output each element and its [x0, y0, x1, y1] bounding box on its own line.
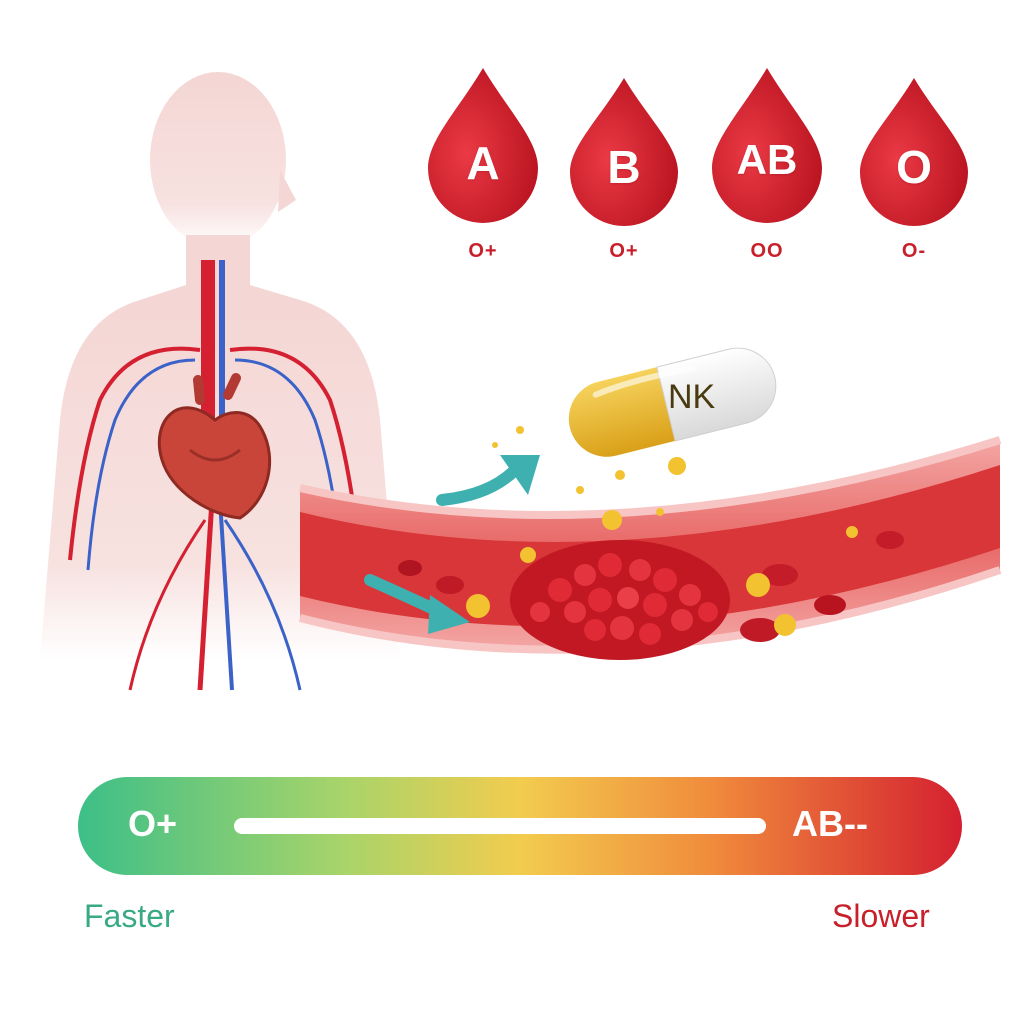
blood-drop-icon [570, 78, 678, 226]
blood-drop-icon [860, 78, 968, 226]
blood-type-label: AB [736, 136, 798, 183]
blood-type-sublabel: O+ [468, 240, 498, 262]
scale-right-label: AB-- [792, 803, 868, 844]
speed-scale [78, 777, 962, 875]
blood-type-label: A [466, 137, 500, 189]
scale-left-label: O+ [128, 803, 178, 844]
heart-icon [157, 373, 272, 520]
capsule-icon [568, 347, 777, 457]
slower-caption: Slower [832, 898, 930, 934]
blood-type-sublabel: O+ [609, 240, 639, 262]
clot-icon [398, 426, 904, 660]
blood-drop-list [428, 68, 968, 226]
blood-type-label: O [896, 141, 932, 193]
arrow-icon [364, 574, 470, 634]
arrow-icon [436, 455, 540, 506]
blood-type-sublabel: O- [901, 240, 927, 262]
blood-type-sublabel: OO [750, 240, 784, 262]
blood-type-label: B [607, 141, 641, 193]
blood-drop-icon [428, 68, 538, 223]
faster-caption: Faster [84, 898, 175, 934]
capsule-label: NK [668, 378, 716, 416]
blood-drop-icon [712, 68, 822, 223]
